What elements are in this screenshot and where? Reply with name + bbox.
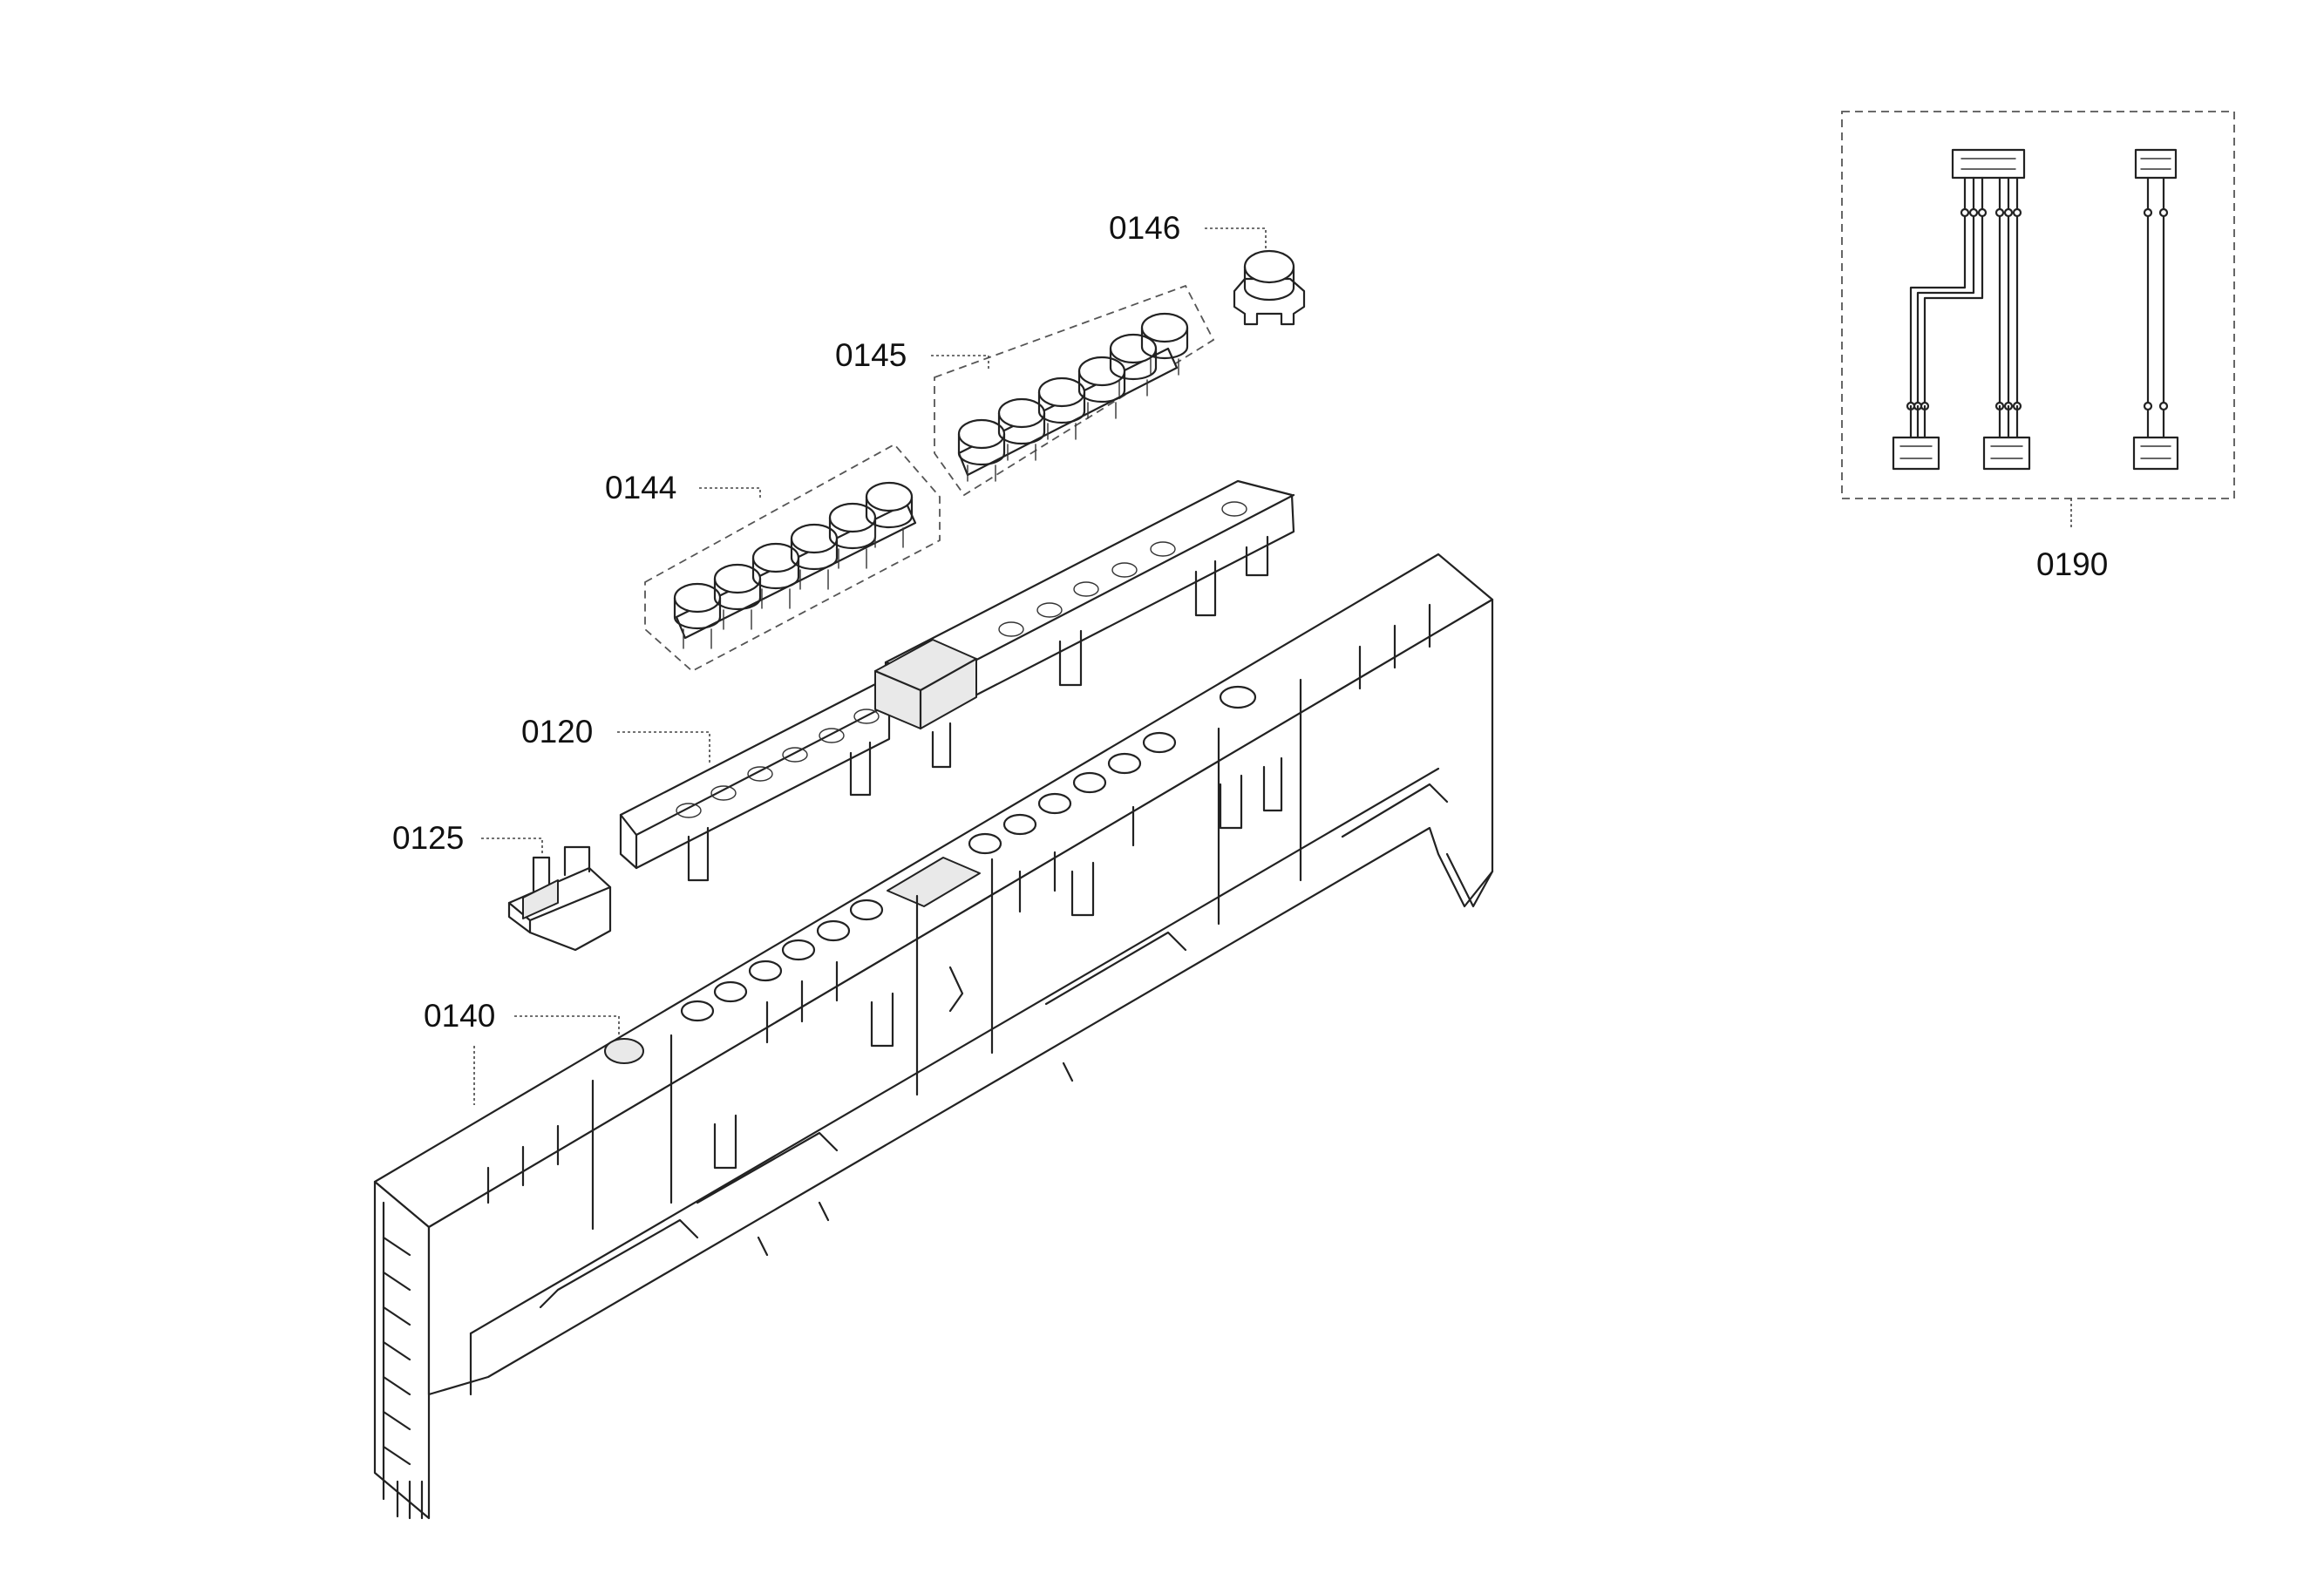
button-holes-rear: [968, 685, 1257, 855]
start-button[interactable]: [604, 1038, 644, 1064]
label-0125: 0125: [392, 820, 464, 856]
part-0145-button-strip[interactable]: [957, 312, 1189, 482]
part-0144-outline: [644, 443, 941, 673]
leader-0120: [617, 731, 710, 765]
panel-end-comb: [382, 1201, 424, 1520]
part-0145-outline: [934, 284, 1215, 497]
leader-0146: [1205, 227, 1267, 248]
button-row-0145: [957, 312, 1189, 482]
label-0190: 0190: [2036, 546, 2108, 582]
leader-0125: [481, 838, 543, 854]
part-0140-control-panel[interactable]: [373, 553, 1494, 1520]
part-0190-wiring-harness[interactable]: [1892, 148, 2179, 471]
button-holes-front: [680, 899, 884, 1022]
label-0120: 0120: [521, 714, 593, 749]
part-0146-button[interactable]: [1233, 249, 1306, 326]
leader-0140: [514, 1015, 620, 1037]
label-0145: 0145: [835, 337, 907, 373]
part-0120-control-module[interactable]: [619, 479, 1295, 882]
label-0140: 0140: [424, 998, 495, 1034]
label-0144: 0144: [605, 470, 676, 505]
leader-0145: [931, 355, 989, 370]
part-0144-button-strip[interactable]: [673, 481, 917, 649]
button-row-0144: [673, 481, 914, 649]
panel-internal-ribs: [486, 603, 1431, 1231]
part-0190-outline: [1841, 111, 2235, 499]
led-windows-0120-upper: [998, 501, 1247, 637]
display-window: [887, 857, 981, 907]
label-0146: 0146: [1109, 210, 1180, 246]
leader-0144: [699, 487, 761, 500]
part-0125-connector[interactable]: [507, 845, 612, 952]
led-windows-0120-lower: [676, 709, 880, 818]
